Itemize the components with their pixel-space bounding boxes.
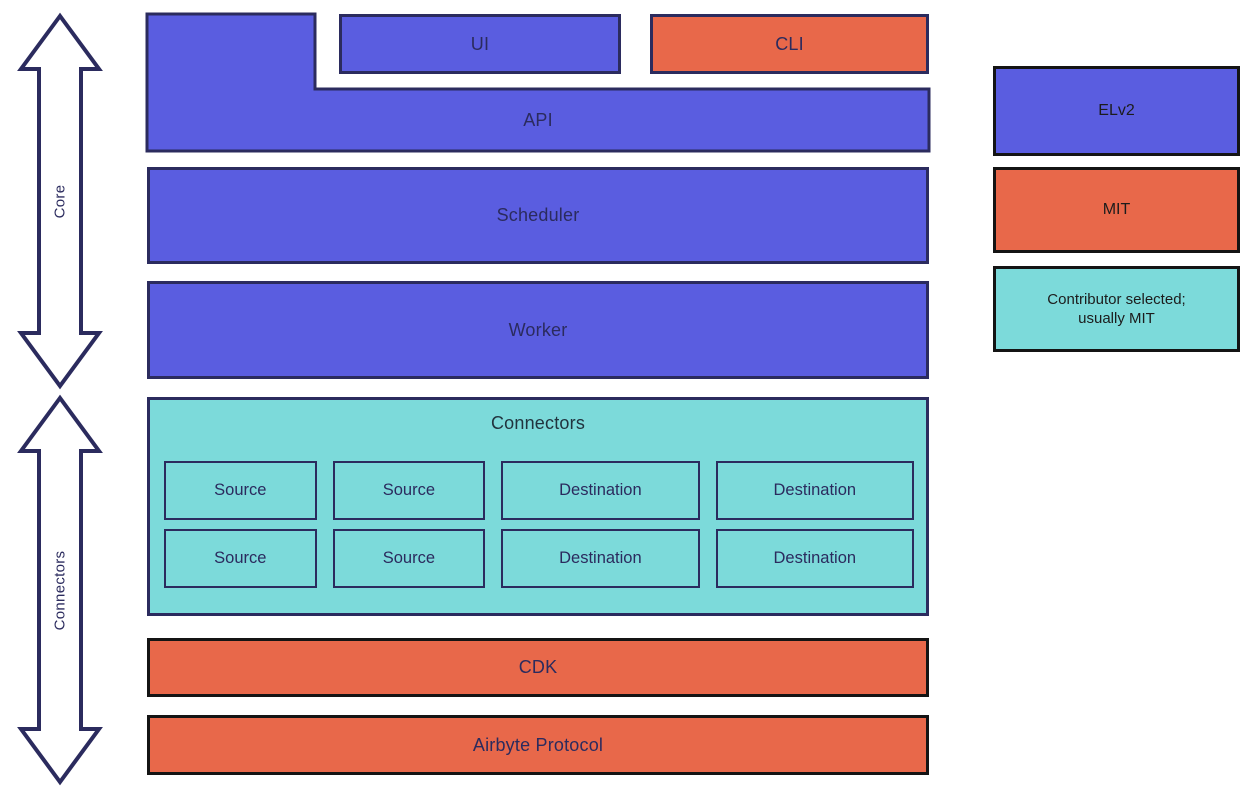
cli-block: CLI (650, 14, 929, 74)
worker-block: Worker (147, 281, 929, 379)
ui-label: UI (470, 33, 490, 54)
ui-block: UI (339, 14, 621, 74)
connector-destination-box: Destination (501, 461, 700, 520)
legend-item-contributor-selected: Contributor selected; usually MIT (993, 266, 1240, 352)
legend-elv2-label: ELv2 (1098, 102, 1135, 119)
core-span-arrow: Core (14, 12, 106, 390)
scheduler-label: Scheduler (496, 205, 580, 225)
cli-label: CLI (775, 33, 804, 54)
api-label: API (523, 109, 553, 130)
legend-item-elv2: ELv2 (993, 66, 1240, 156)
connector-destination-box: Destination (715, 529, 914, 588)
cdk-block: CDK (147, 638, 929, 697)
airbyte-protocol-label: Airbyte Protocol (472, 734, 604, 755)
worker-label: Worker (508, 319, 568, 340)
core-arrow-label: Core (51, 184, 69, 218)
api-block-label-area: API (147, 89, 929, 151)
connector-source-box: Source (164, 461, 317, 520)
connector-source-box: Source (332, 529, 486, 588)
legend-item-mit: MIT (993, 167, 1240, 253)
connector-source-box: Source (164, 529, 317, 588)
connector-destination-box: Destination (501, 529, 700, 588)
cdk-label: CDK (518, 657, 558, 677)
connectors-span-arrow: Connectors (14, 394, 106, 786)
connectors-container: Connectors Source Source Destination Des… (147, 397, 929, 616)
airbyte-protocol-block: Airbyte Protocol (147, 715, 929, 775)
connectors-arrow-label: Connectors (51, 550, 69, 630)
connectors-title: Connectors (490, 413, 586, 433)
connector-destination-box: Destination (715, 461, 914, 520)
double-arrow-vertical-icon (17, 394, 103, 786)
connector-source-box: Source (332, 461, 486, 520)
api-block-shape (145, 12, 931, 153)
legend-contributor-label: Contributor selected; usually MIT (1047, 290, 1186, 328)
scheduler-block: Scheduler (147, 167, 929, 264)
connectors-grid: Source Source Destination Destination So… (164, 461, 914, 588)
legend-mit-label: MIT (1102, 201, 1131, 218)
double-arrow-vertical-icon (17, 12, 103, 390)
